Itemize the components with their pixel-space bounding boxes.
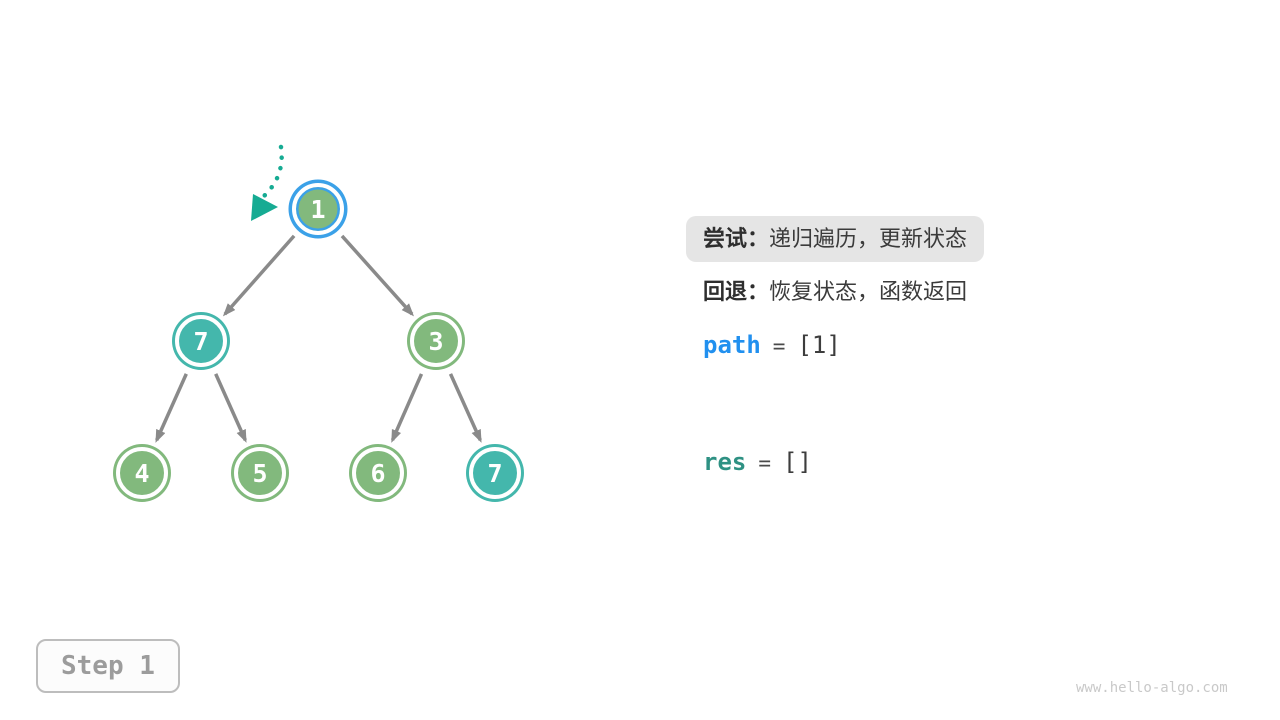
node-value: 5 bbox=[252, 458, 268, 488]
path-var: path bbox=[703, 331, 761, 359]
res-equals: = bbox=[758, 451, 772, 475]
tree-node-6: 7 bbox=[469, 447, 521, 499]
tree-node-3: 4 bbox=[116, 447, 168, 499]
node-value: 6 bbox=[370, 458, 386, 488]
watermark: www.hello-algo.com bbox=[1076, 680, 1228, 696]
tree-node-0-current: 1 bbox=[292, 183, 344, 235]
node-value: 7 bbox=[193, 326, 209, 356]
edge-7-5 bbox=[214, 373, 247, 443]
path-equals: = bbox=[772, 334, 786, 358]
edge-1-7 bbox=[222, 234, 296, 317]
edge-1-3 bbox=[340, 234, 415, 317]
hint-back-label: 回退： bbox=[703, 279, 770, 304]
dotted-arrow-icon bbox=[251, 144, 284, 221]
tree-node-2: 3 bbox=[410, 315, 462, 367]
tree-node-1: 7 bbox=[175, 315, 227, 367]
edge-3-6 bbox=[390, 373, 424, 443]
node-value: 3 bbox=[428, 326, 444, 356]
hint-back-text: 恢复状态，函数返回 bbox=[769, 279, 968, 304]
res-var: res bbox=[703, 448, 747, 476]
tree-node-4: 5 bbox=[234, 447, 286, 499]
hint-try-label: 尝试： bbox=[703, 226, 770, 251]
res-value: [] bbox=[783, 448, 812, 476]
path-variable-line: path = [1] bbox=[703, 331, 841, 360]
hint-try: 尝试：递归遍历，更新状态 bbox=[686, 216, 985, 262]
res-variable-line: res = [] bbox=[703, 448, 812, 477]
tree-node-5: 6 bbox=[352, 447, 404, 499]
edge-3-7 bbox=[448, 373, 482, 443]
hint-back: 回退：恢复状态，函数返回 bbox=[703, 277, 967, 307]
node-value: 1 bbox=[310, 194, 326, 224]
path-value: [1] bbox=[797, 331, 841, 359]
node-value: 7 bbox=[487, 458, 503, 488]
step-badge: Step 1 bbox=[36, 639, 180, 693]
edge-7-4 bbox=[155, 373, 188, 443]
hint-try-text: 递归遍历，更新状态 bbox=[769, 226, 968, 251]
node-value: 4 bbox=[134, 458, 150, 488]
